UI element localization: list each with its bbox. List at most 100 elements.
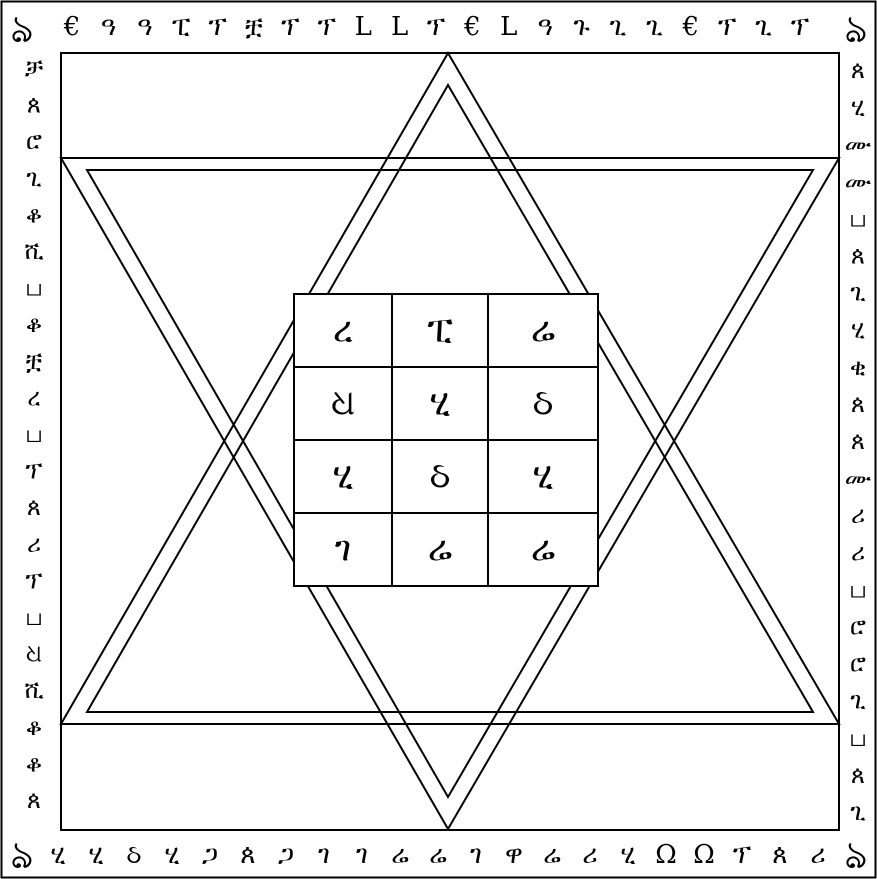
border-bottom-glyph: ገ [356,840,368,870]
border-top-glyph: ፕ [208,12,227,42]
border-top-glyph: € [63,12,81,42]
border-top-glyph: ዓ [137,12,152,42]
border-left-glyph: ሮ [26,127,42,155]
corner-glyph-top-left: ঌ [11,7,34,51]
border-right-glyph: ጰ [851,761,865,789]
border-bottom-glyph: ሂ [620,840,635,870]
border-bottom-glyph: ઠ [126,840,141,870]
grid-cell-glyph: ઠ [430,456,451,497]
border-right-glyph: ጊ [850,687,866,715]
border-top-glyph: € [682,12,700,42]
border-left-glyph: ଧ [26,640,42,668]
border-bottom-glyph: ፕ [733,840,752,870]
border-left-glyph: ፕ [26,566,43,594]
border-left-glyph: ፕ [26,457,43,485]
border-left-glyph: ጊ [26,164,42,192]
border-bottom-glyph: ሬ [391,840,409,870]
border-top-glyph: L [500,12,517,42]
grid-cell-glyph: ઠ [533,383,554,424]
border-left-glyph: ቆ [26,749,42,777]
corner-glyph-top-right: ঌ [845,7,868,51]
border-left-glyph: ப [25,420,43,448]
grid-cell-glyph: ገ [335,529,351,570]
border-right-glyph: ሂ [851,93,865,121]
border-top-glyph: ፕ [318,12,337,42]
border-bottom-glyph: ሂ [88,840,103,870]
border-bottom-glyph: ጰ [772,840,788,870]
grid-cell-glyph: ሬ [531,310,555,351]
border-top-glyph: ፕ [427,12,446,42]
border-bottom-glyph: ጋ [202,840,218,870]
border-bottom-glyph: ዋ [505,840,523,870]
border-right-glyph: ጊ [850,798,866,826]
corner-glyph-bottom-right: ঌ [845,833,868,877]
border-left-glyph: ቆ [26,310,42,338]
border-right-glyph: ሮ [850,650,866,678]
border-right-glyph: ሮ [850,613,866,641]
border-top-glyph: L [355,12,372,42]
border-left-glyph: ቆ [26,713,42,741]
border-bottom-glyph: ሪ [582,840,597,870]
border-left-glyph: ጰ [27,493,41,521]
border-right-glyph: ப [849,204,867,232]
grid-cell-glyph: ሂ [333,456,354,497]
border-top-glyph: € [463,12,481,42]
border-right-glyph: ப [849,575,867,603]
grid-cell-glyph: ሬ [428,529,452,570]
border-top-glyph: ፒ [172,12,191,42]
border-left-glyph: ሺ [24,237,44,265]
border-left-glyph: ቿ [26,347,43,375]
border-left-glyph: ሪ [27,530,41,558]
border-top-glyph: ፕ [791,12,810,42]
border-bottom-glyph: Ω [693,840,715,870]
border-top-glyph: ፕ [718,12,737,42]
grid-cell-glyph: ፒ [427,310,452,351]
border-right-glyph: ሂ [851,316,865,344]
border-bottom-glyph: ሪ [810,840,825,870]
border-left-glyph: ப [25,603,43,631]
border-left-glyph: ቻ [25,54,44,82]
border-top-glyph: ጊ [646,12,663,42]
border-bottom-glyph: ጰ [240,840,256,870]
border-left-glyph: ሺ [24,676,44,704]
border-right-glyph: ሙ [845,167,872,195]
border-right-glyph: ጰ [851,390,865,418]
border-left-glyph: ጰ [27,786,41,814]
grid-cell-glyph: ଧ [331,383,355,424]
border-left-glyph: ረ [27,383,40,411]
border-right-glyph: ሪ [851,538,865,566]
border-top-glyph: ጊ [755,12,772,42]
border-right-glyph: ሪ [851,501,865,529]
border-right-glyph: ጰ [851,427,865,455]
border-bottom-glyph: ሂ [50,840,65,870]
border-bottom-glyph: ገ [470,840,482,870]
border-top-glyph: L [391,12,408,42]
border-bottom-glyph: ጋ [278,840,294,870]
border-right-glyph: ቂ [850,353,866,381]
border-top-glyph: ዓ [101,12,116,42]
grid-cell-glyph: ሂ [533,456,554,497]
border-top-glyph: ቿ [245,12,263,42]
border-top-glyph: ዓ [538,12,553,42]
border-bottom-glyph: Ω [655,840,677,870]
border-left-glyph: ப [25,274,43,302]
border-left-glyph: ጰ [27,91,41,119]
grid-cell-glyph: ሬ [531,529,555,570]
border-right-glyph: ጊ [850,279,866,307]
border-top-glyph: ጉ [573,12,590,42]
border-right-glyph: ப [849,724,867,752]
grid-cell-glyph: ሂ [430,383,451,424]
border-right-glyph: ጰ [851,56,865,84]
border-top-glyph: ፕ [281,12,300,42]
grid-cell-glyph: ረ [333,310,353,351]
border-bottom-glyph: ሬ [429,840,447,870]
border-bottom-glyph: ሂ [164,840,179,870]
border-bottom-glyph: ገ [318,840,330,870]
border-bottom-glyph: ሬ [543,840,561,870]
